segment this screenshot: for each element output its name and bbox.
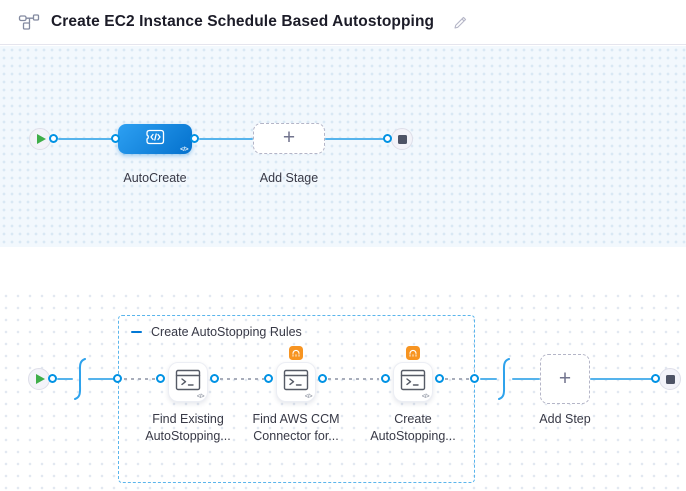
collapse-icon[interactable] bbox=[131, 331, 142, 333]
code-glyph: </> bbox=[180, 146, 188, 153]
step-connector bbox=[220, 378, 264, 380]
add-step-label: Add Step bbox=[539, 412, 591, 426]
pipeline-header: Create EC2 Instance Schedule Based Autos… bbox=[0, 0, 686, 45]
custom-stage-icon bbox=[143, 127, 167, 152]
step-label-line2: Connector for... bbox=[253, 429, 339, 443]
step-node-find-existing-autostopping[interactable]: </> bbox=[168, 362, 208, 402]
edit-title-pencil-icon[interactable] bbox=[453, 15, 468, 30]
end-in-port bbox=[383, 134, 392, 143]
step-label: Find Existing AutoStopping... bbox=[128, 411, 248, 445]
play-icon bbox=[36, 374, 45, 384]
play-icon bbox=[37, 134, 46, 144]
flow-line bbox=[57, 378, 73, 380]
flow-line bbox=[480, 378, 497, 380]
step-connector bbox=[124, 378, 161, 380]
shell-script-icon bbox=[175, 369, 201, 396]
stage-canvas[interactable]: </> + AutoCreate Add Stage bbox=[0, 46, 686, 247]
add-step-button[interactable]: + bbox=[540, 354, 590, 404]
shell-script-icon bbox=[400, 369, 426, 396]
step-label: Create AutoStopping... bbox=[353, 411, 473, 445]
step-group-label: Create AutoStopping Rules bbox=[151, 325, 302, 339]
stage-node-autocreate[interactable]: </> bbox=[118, 124, 192, 154]
stop-icon bbox=[397, 134, 407, 144]
code-glyph: </> bbox=[196, 394, 205, 400]
code-glyph: </> bbox=[304, 394, 313, 400]
group-out-port bbox=[470, 374, 479, 383]
step-label-line1: Create bbox=[394, 412, 432, 426]
ccm-autostopping-badge-icon bbox=[289, 346, 303, 360]
code-glyph: </> bbox=[421, 394, 430, 400]
flow-line bbox=[325, 138, 384, 140]
step-connector bbox=[328, 378, 379, 380]
add-stage-label: Add Stage bbox=[259, 171, 319, 185]
start-out-port bbox=[48, 374, 57, 383]
stage-in-port bbox=[111, 134, 120, 143]
flow-line bbox=[88, 378, 118, 380]
execution-start-node bbox=[28, 368, 50, 390]
pipeline-title: Create EC2 Instance Schedule Based Autos… bbox=[51, 13, 435, 30]
plus-icon: + bbox=[558, 366, 572, 390]
step-group-header: Create AutoStopping Rules bbox=[131, 325, 302, 339]
step-out-port bbox=[318, 374, 327, 383]
step-label-line2: AutoStopping... bbox=[370, 429, 456, 443]
flow-line bbox=[512, 378, 540, 380]
step-in-port bbox=[156, 374, 165, 383]
step-out-port bbox=[210, 374, 219, 383]
execution-end-node bbox=[659, 368, 681, 390]
end-in-port bbox=[651, 374, 660, 383]
step-label-line1: Find Existing bbox=[152, 412, 224, 426]
step-in-port bbox=[381, 374, 390, 383]
step-group-create-autostopping-rules[interactable]: Create AutoStopping Rules bbox=[118, 315, 475, 483]
group-in-port bbox=[113, 374, 122, 383]
step-node-create-autostopping[interactable]: </> bbox=[393, 362, 433, 402]
ccm-autostopping-badge-icon bbox=[406, 346, 420, 360]
stop-icon bbox=[665, 374, 675, 384]
flow-curve-decoration bbox=[74, 358, 86, 400]
flow-line bbox=[58, 138, 116, 140]
stage-start-node bbox=[29, 128, 51, 150]
stage-out-port bbox=[190, 134, 199, 143]
flow-line bbox=[590, 378, 652, 380]
start-out-port bbox=[49, 134, 58, 143]
step-label: Find AWS CCM Connector for... bbox=[236, 411, 356, 445]
flow-curve-decoration bbox=[498, 358, 510, 400]
shell-script-icon bbox=[283, 369, 309, 396]
stage-label: AutoCreate bbox=[123, 171, 187, 185]
stage-end-node bbox=[391, 128, 413, 150]
step-label-line2: AutoStopping... bbox=[145, 429, 231, 443]
execution-canvas[interactable]: Create AutoStopping Rules </ bbox=[0, 290, 686, 491]
flow-line bbox=[199, 138, 253, 140]
step-out-port bbox=[435, 374, 444, 383]
add-stage-button[interactable]: + bbox=[253, 123, 325, 154]
step-node-find-aws-ccm-connector[interactable]: </> bbox=[276, 362, 316, 402]
step-label-line1: Find AWS CCM bbox=[252, 412, 340, 426]
pipeline-icon bbox=[18, 13, 40, 31]
step-in-port bbox=[264, 374, 273, 383]
plus-icon: + bbox=[282, 126, 296, 149]
step-connector bbox=[445, 378, 470, 380]
